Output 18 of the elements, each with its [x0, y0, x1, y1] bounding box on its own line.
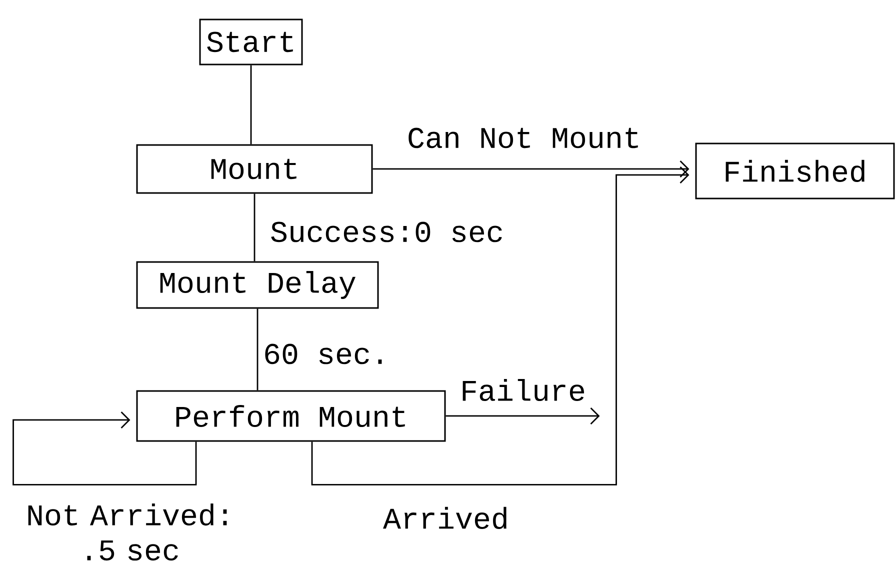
arrow	[12, 412, 197, 486]
edge-label: Success:0 sec	[271, 222, 502, 242]
connector-line	[254, 194, 256, 262]
connector-line	[250, 65, 252, 144]
edge-label: Not Arrived: .5 sec	[28, 503, 227, 560]
arrow	[311, 166, 690, 486]
process-box: Finished	[695, 142, 895, 200]
process-box: Start	[199, 18, 303, 66]
edge-label: Arrived	[383, 506, 506, 530]
arrow	[372, 160, 690, 178]
process-box: Perform Mount	[136, 390, 446, 442]
edge-label: Failure	[462, 378, 584, 401]
edge-label: 60 sec.	[265, 344, 382, 364]
connector-line	[256, 308, 258, 390]
process-box: Mount	[136, 144, 373, 194]
arrow	[446, 408, 600, 424]
process-box: Mount Delay	[136, 261, 379, 309]
edge-label: Can Not Mount	[408, 128, 638, 148]
